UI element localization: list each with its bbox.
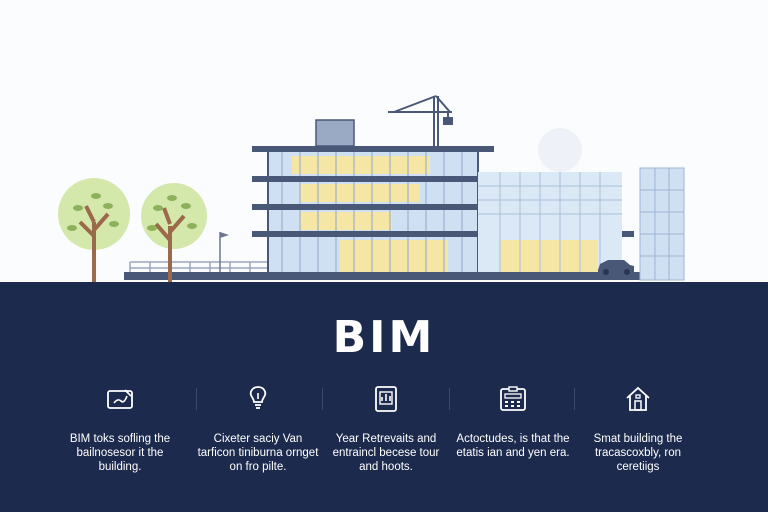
feature-divider xyxy=(196,388,197,410)
feature-item: BIM toks sofling the bailnosesor it the … xyxy=(56,384,184,474)
lightbulb-icon xyxy=(249,386,267,409)
sun-glow xyxy=(538,128,582,172)
construction-scene xyxy=(58,95,685,282)
tree-right xyxy=(141,183,207,282)
feature-divider xyxy=(574,388,575,410)
feature-item: Year Retrevaits and entraincl becese tou… xyxy=(322,384,450,474)
smart-home-icon xyxy=(626,386,650,411)
info-panel: BIM BIM toks sofling the bailnosesor it … xyxy=(0,282,768,512)
document-chart-icon xyxy=(375,386,397,412)
main-building xyxy=(252,146,634,272)
calculator-icon xyxy=(500,386,526,411)
panel-title: BIM xyxy=(332,312,436,363)
feature-divider xyxy=(449,388,450,410)
feature-divider xyxy=(322,388,323,410)
fence xyxy=(129,261,269,272)
feature-text: BIM toks sofling the bailnosesor it the … xyxy=(69,433,171,473)
feature-item: Actoctudes, is that the etatis ian and y… xyxy=(449,384,577,460)
feature-item: Smat building the tracascoxbly, ron cere… xyxy=(574,384,702,474)
tree-left xyxy=(58,178,130,282)
car xyxy=(598,260,634,275)
rooftop-unit xyxy=(315,119,355,147)
feature-text: Year Retrevaits and entraincl becese tou… xyxy=(332,433,440,473)
annex-building xyxy=(478,172,622,272)
tablet-pen-icon xyxy=(107,389,133,409)
ground-slab xyxy=(124,272,650,280)
feature-item: Cixeter saciy Van tarficon tiniburna orn… xyxy=(194,384,322,474)
feature-text: Cixeter saciy Van tarficon tiniburna orn… xyxy=(197,433,319,473)
glass-tower xyxy=(639,167,685,281)
construction-crane xyxy=(388,95,453,146)
feature-text: Smat building the tracascoxbly, ron cere… xyxy=(593,433,683,473)
flag-pole xyxy=(219,232,229,272)
hero-illustration xyxy=(58,95,685,282)
feature-text: Actoctudes, is that the etatis ian and y… xyxy=(456,433,570,459)
